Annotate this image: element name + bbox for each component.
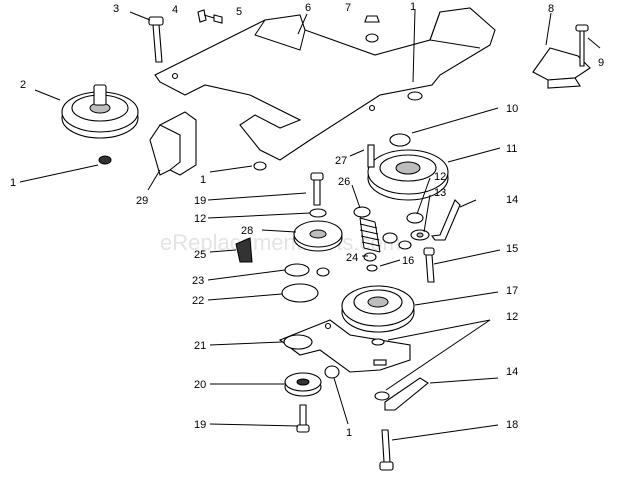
callout-25: 25 [194,249,206,261]
callout-5: 5 [236,6,242,18]
callout-29: 29 [136,195,148,207]
callout-12: 12 [434,171,446,183]
right-washers [382,199,461,250]
bracket-29 [149,111,197,176]
callout-11: 11 [506,143,517,155]
bolt-15 [423,247,435,283]
watermark: eReplacementParts.com [160,230,401,255]
callout-2: 2 [20,79,26,91]
callout-27: 27 [335,155,347,167]
callout-19: 19 [194,195,206,207]
callout-22: 22 [192,295,204,307]
callout-4: 4 [172,4,178,16]
callout-19: 19 [194,419,206,431]
bracket-8 [532,24,591,89]
callout-21: 21 [194,340,206,352]
pulley-28 [293,172,343,252]
callout-18: 18 [506,419,518,431]
callout-12: 12 [194,213,206,225]
idler-pulley-2 [61,84,139,165]
center-stack [235,237,378,303]
callout-1: 1 [200,174,206,186]
top-hardware [148,9,423,171]
callout-9: 9 [598,57,604,69]
pulley-20 [284,365,340,433]
callout-20: 20 [194,379,206,391]
callout-26: 26 [338,176,350,188]
callout-23: 23 [192,275,204,287]
callout-24: 24 [346,252,358,264]
callout-8: 8 [548,3,554,15]
leader-lines [19,9,601,441]
callout-3: 3 [113,3,119,15]
callout-15: 15 [506,243,518,255]
callout-1: 1 [346,427,352,439]
callout-7: 7 [345,2,351,14]
callout-17: 17 [506,285,518,297]
callout-labels: 3 4 5 6 7 1 8 9 2 10 11 27 1 1 29 26 12 … [10,1,604,439]
callout-1: 1 [10,177,16,189]
callout-1: 1 [410,1,416,13]
drive-pulley-11 [367,133,449,201]
mounting-plate [154,7,496,161]
callout-13: 13 [434,187,446,199]
pulley-17 [341,285,415,333]
callout-14: 14 [506,194,518,206]
callout-10: 10 [506,103,518,115]
callout-6: 6 [305,2,311,14]
callout-28: 28 [241,225,253,237]
callout-16: 16 [402,255,414,267]
lower-bracket-21 [278,319,411,373]
lower-hardware [374,377,429,471]
callout-12: 12 [506,311,518,323]
spring-26 [353,206,381,253]
callout-14: 14 [506,366,518,378]
